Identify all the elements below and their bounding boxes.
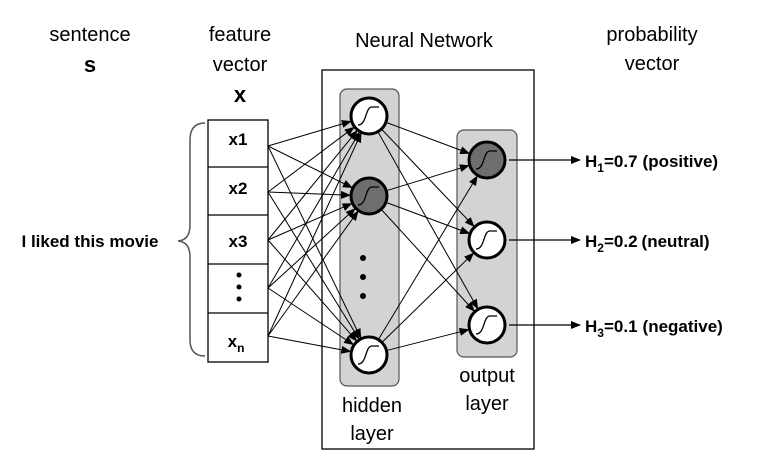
sigmoid-icon xyxy=(475,150,497,170)
sentence-header-line1: sentence xyxy=(49,24,130,46)
edge-hidden-1-output-3 xyxy=(377,132,479,310)
output-node-1-circle xyxy=(467,140,507,180)
hidden-node-1 xyxy=(349,96,389,136)
sigmoid-icon xyxy=(475,315,497,335)
output-node-3-circle xyxy=(467,305,507,345)
probability-header-line1: probability xyxy=(606,24,697,46)
hidden-ellipsis xyxy=(360,255,366,299)
hidden-node-2-circle xyxy=(349,176,389,216)
feature-cell-n: xn xyxy=(228,332,245,355)
connections xyxy=(267,120,479,354)
probability-header-line2: vector xyxy=(625,53,680,75)
edge-hidden-1-output-1 xyxy=(386,122,471,154)
sigmoid-icon xyxy=(357,345,379,365)
edge-input-4-hidden-2 xyxy=(267,208,356,289)
sentence-text: I liked this movie xyxy=(22,232,159,251)
edge-input-2-hidden-2 xyxy=(267,190,352,199)
edge-input-5-hidden-2 xyxy=(267,210,359,337)
sentence-brace xyxy=(177,122,206,357)
sigmoid-icon xyxy=(357,186,379,206)
edge-input-4-hidden-1 xyxy=(267,131,360,289)
hidden-layer-column xyxy=(339,88,400,387)
edge-hidden-3-output-2 xyxy=(382,252,475,343)
edge-input-3-hidden-3 xyxy=(267,239,358,342)
network-header: Neural Network xyxy=(355,30,494,52)
feature-cell-3: x3 xyxy=(229,232,248,251)
edge-input-2-hidden-1 xyxy=(267,126,355,193)
network-frame xyxy=(321,69,535,450)
output-label-3: H3=0.1(negative) xyxy=(585,317,723,340)
edge-input-4-hidden-3 xyxy=(267,287,355,346)
edge-input-5-hidden-3 xyxy=(267,335,352,354)
edge-input-1-hidden-3 xyxy=(267,145,362,339)
feature-vector-frame xyxy=(207,119,269,363)
edge-hidden-2-output-1 xyxy=(387,164,470,191)
edge-input-2-hidden-3 xyxy=(267,191,360,340)
edge-hidden-2-output-2 xyxy=(386,202,471,234)
edge-hidden-3-output-1 xyxy=(378,175,478,340)
edge-input-1-hidden-2 xyxy=(267,145,353,189)
feature-header-line2: vector xyxy=(213,54,268,76)
output-node-1 xyxy=(467,140,507,180)
edge-input-3-hidden-2 xyxy=(267,203,353,241)
feature-cell-1: x1 xyxy=(229,130,248,149)
output-layer-label-line2: layer xyxy=(465,393,509,415)
sigmoid-icon xyxy=(357,106,379,126)
edge-input-5-hidden-1 xyxy=(267,132,362,337)
output-node-2 xyxy=(467,220,507,260)
hidden-layer-label-line2: layer xyxy=(350,423,394,445)
hidden-node-3-circle xyxy=(349,335,389,375)
output-layer-label-line1: output xyxy=(459,365,515,387)
feature-ellipsis xyxy=(236,272,242,302)
hidden-layer-label-line1: hidden xyxy=(342,395,402,417)
edge-input-3-hidden-1 xyxy=(267,129,358,241)
output-node-3 xyxy=(467,305,507,345)
sigmoid-icon xyxy=(475,230,497,250)
edge-hidden-2-output-3 xyxy=(381,209,475,312)
feature-cell-2: x2 xyxy=(229,179,248,198)
sentence-header-symbol: s xyxy=(84,52,96,77)
feature-header-line1: feature xyxy=(209,24,271,46)
edge-hidden-3-output-3 xyxy=(387,328,470,351)
hidden-node-3 xyxy=(349,335,389,375)
output-label-2: H2=0.2(neutral) xyxy=(585,232,710,255)
output-node-2-circle xyxy=(467,220,507,260)
neurons xyxy=(349,96,507,375)
output-label-1: H1=0.7(positive) xyxy=(585,152,718,175)
edge-input-1-hidden-1 xyxy=(267,120,352,147)
hidden-node-1-circle xyxy=(349,96,389,136)
hidden-node-2 xyxy=(349,176,389,216)
feature-vector-box: x1 x2 x3 xn xyxy=(207,119,269,363)
feature-header-symbol: x xyxy=(234,82,247,107)
